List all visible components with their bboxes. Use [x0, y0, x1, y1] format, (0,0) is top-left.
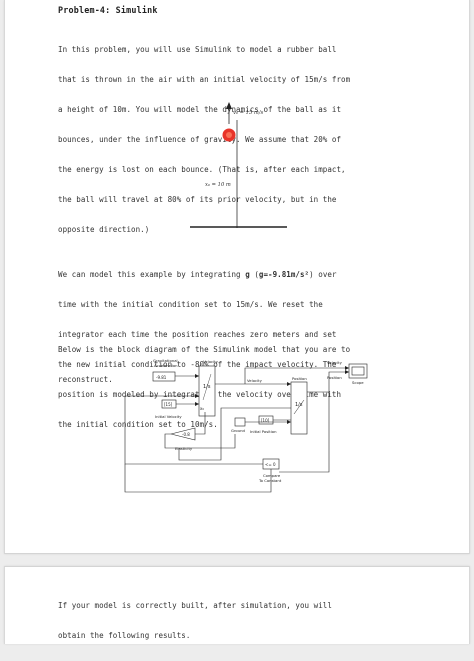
ball-highlight [226, 132, 232, 138]
scope-screen [351, 366, 365, 376]
elasticity-label: Elasticity [175, 446, 193, 451]
integration-line: the new initial condition to -80% of the… [58, 360, 337, 369]
diagram-intro-line: reconstruct. [58, 375, 113, 384]
compare-label-line2: To Constant [258, 478, 282, 483]
intro-line: the energy is lost on each bounce. (That… [58, 165, 346, 174]
intro-paragraph: In this problem, you will use Simulink t… [58, 25, 425, 255]
wire-reset-1 [124, 395, 263, 465]
compare-value: <= 0 [265, 462, 276, 467]
problem-title: Problem-4: Simulink [58, 5, 158, 15]
height-label: x₀ = 10 m [205, 182, 231, 188]
intro-line: bounces, under the influence of gravity.… [58, 135, 342, 144]
gravity-label-line2: Acceleration [154, 363, 178, 368]
wire-position-scope [307, 371, 349, 393]
ic-velocity-value: [15] [164, 402, 173, 407]
velocity-arrowhead [226, 102, 232, 109]
wire-gain-in [164, 433, 236, 449]
ball-figure: v₀ = 15 m/s x₀ = 10 m [190, 102, 287, 228]
position-scope-label: Position [327, 375, 342, 380]
simulink-block-diagram: 1/s x₀ 1/s Gravitational Acceleration -9… [124, 358, 368, 493]
intro-line: In this problem, you will use Simulink t… [58, 45, 337, 54]
gravity-constant-block [152, 371, 176, 382]
intro-line: the ball will travel at 80% of its prior… [58, 195, 337, 204]
intro-line: a height of 10m. You will model the dyna… [58, 105, 342, 114]
results-paragraph: If your model is correctly built, after … [58, 581, 425, 661]
integration-line: We can model this example by integrating… [58, 270, 337, 279]
integrator-2-slash [293, 399, 305, 415]
intro-line: opposite direction.) [58, 225, 150, 234]
document-page-2: If your model is correctly built, after … [4, 566, 470, 644]
velocity-scope-label: Velocity [327, 360, 343, 365]
diagram-intro-line: Below is the block diagram of the Simuli… [58, 345, 351, 354]
integration-line: the initial condition set to 10m/s. [58, 420, 218, 429]
wire-velocity-scope [244, 367, 349, 384]
integration-line: time with the initial condition set to 1… [58, 300, 323, 309]
integrator-2-symbol: 1/s [295, 402, 303, 408]
initial-velocity-label: Initial Velocity [155, 414, 182, 419]
scope-label: Scope [352, 380, 364, 385]
intro-line: that is thrown in the air with an initia… [58, 75, 351, 84]
ground-block [234, 417, 246, 427]
wire-gain-out [195, 412, 206, 435]
integrator-1-slash [202, 373, 212, 401]
velocity-mid-label: Velocity [247, 378, 263, 383]
compare-label-line1: Compare [263, 473, 281, 478]
results-line: obtain the following results. [58, 631, 191, 640]
results-line: If your model is correctly built, after … [58, 601, 332, 610]
integration-paragraph: We can model this example by integrating… [58, 250, 425, 450]
ground-label: Ground [231, 428, 246, 433]
integration-line: position is modeled by integrating the v… [58, 390, 342, 399]
position-integrator-block [290, 381, 308, 435]
diagram-intro-paragraph: Below is the block diagram of the Simuli… [58, 325, 425, 405]
wire-reset-2 [178, 407, 291, 461]
velocity-top-label: Velocity [203, 359, 219, 364]
document-page-1: Problem-4: Simulink In this problem, you… [4, 0, 470, 554]
velocity-integrator-block [198, 365, 216, 417]
velocity-label: v₀ = 15 m/s [233, 110, 264, 116]
initial-position-label: Initial Position [250, 429, 277, 434]
gravity-value: -9.81 [156, 375, 167, 380]
wire-compare-reset [124, 464, 272, 493]
gravity-label-line1: Gravitational [153, 358, 178, 363]
integrator-1-x0: x₀ [200, 406, 204, 411]
integration-line: integrator each time the position reache… [58, 330, 337, 339]
ic-position-value: [10] [261, 418, 270, 423]
wire-position-compare [279, 392, 330, 473]
elasticity-value: -0.8 [182, 432, 190, 437]
position-label: Position [292, 376, 307, 381]
